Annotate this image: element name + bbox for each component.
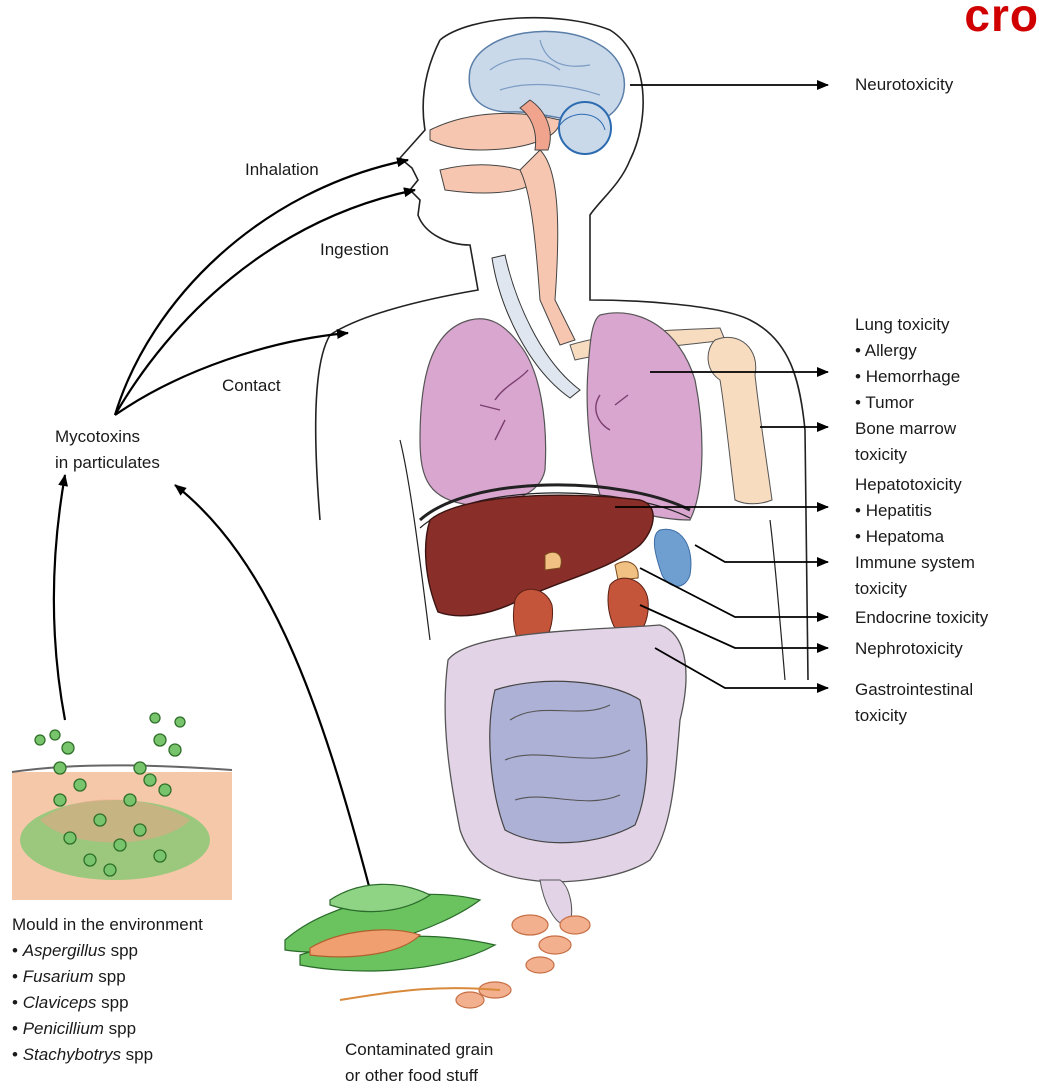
lung-item: Tumor <box>855 390 960 416</box>
hepato-item: Hepatitis <box>855 498 962 524</box>
small-intestine <box>490 681 647 842</box>
mould-list: Mould in the environment Aspergillus spp… <box>12 912 203 1068</box>
mould-genus: Claviceps spp <box>12 990 203 1016</box>
mould-title: Mould in the environment <box>12 912 203 938</box>
mould-genus: Penicillium spp <box>12 1016 203 1042</box>
label-neurotoxicity: Neurotoxicity <box>855 72 953 98</box>
lung-item: Allergy <box>855 338 960 364</box>
label-nephrotoxicity: Nephrotoxicity <box>855 636 963 662</box>
arm-inner <box>770 520 785 680</box>
label-lung-toxicity: Lung toxicity Allergy Hemorrhage Tumor <box>855 312 960 416</box>
corn <box>285 884 495 971</box>
mould-genus: Stachybotrys spp <box>12 1042 203 1068</box>
lung-title: Lung toxicity <box>855 312 960 338</box>
label-hepatotoxicity: Hepatotoxicity Hepatitis Hepatoma <box>855 472 962 550</box>
label-ingestion: Ingestion <box>320 237 389 263</box>
label-immune: Immune system toxicity <box>855 550 975 602</box>
label-mycotoxins: Mycotoxins in particulates <box>55 424 160 476</box>
label-grain: Contaminated grain or other food stuff <box>345 1037 493 1089</box>
label-bone-marrow: Bone marrow toxicity <box>855 416 956 468</box>
hepato-title: Hepatotoxicity <box>855 472 962 498</box>
mould-genus: Aspergillus spp <box>12 938 203 964</box>
label-inhalation: Inhalation <box>245 157 319 183</box>
label-contact: Contact <box>222 373 281 399</box>
label-endocrine: Endocrine toxicity <box>855 605 988 631</box>
adrenal-left <box>545 552 561 570</box>
cerebellum <box>559 102 611 154</box>
lung-item: Hemorrhage <box>855 364 960 390</box>
pharynx <box>520 150 575 345</box>
humerus <box>708 337 772 503</box>
hepato-item: Hepatoma <box>855 524 962 550</box>
watermark-text: cro <box>964 0 1039 42</box>
mould-genus: Fusarium spp <box>12 964 203 990</box>
label-gastrointestinal: Gastrointestinal toxicity <box>855 677 973 729</box>
arrow-mould-up <box>54 475 65 720</box>
adrenal-right <box>615 562 638 580</box>
